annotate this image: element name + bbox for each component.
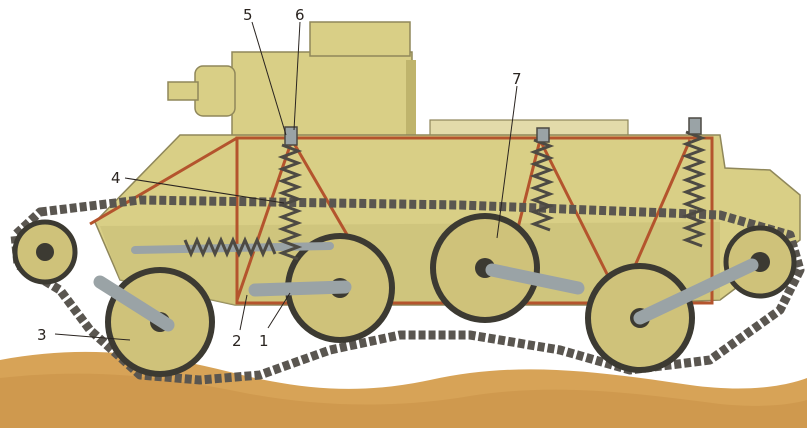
rear-sprocket-wheel [723, 225, 797, 299]
leader-lines [54, 21, 518, 341]
callout-4: 4 [111, 169, 121, 187]
callout-6: 6 [295, 6, 305, 24]
engine-deck [429, 119, 629, 137]
road-wheel-3 [430, 213, 540, 323]
ground-shade [0, 373, 807, 428]
callout-3: 3 [37, 326, 47, 344]
vertical-springs [277, 117, 707, 261]
callout-1: 1 [259, 332, 269, 350]
front-idler-wheel [12, 219, 78, 285]
track [10, 195, 805, 385]
turret [167, 21, 416, 141]
callout-5: 5 [243, 6, 253, 24]
callout-7: 7 [512, 70, 522, 88]
callout-2: 2 [232, 332, 242, 350]
suspension-arms [93, 258, 759, 332]
